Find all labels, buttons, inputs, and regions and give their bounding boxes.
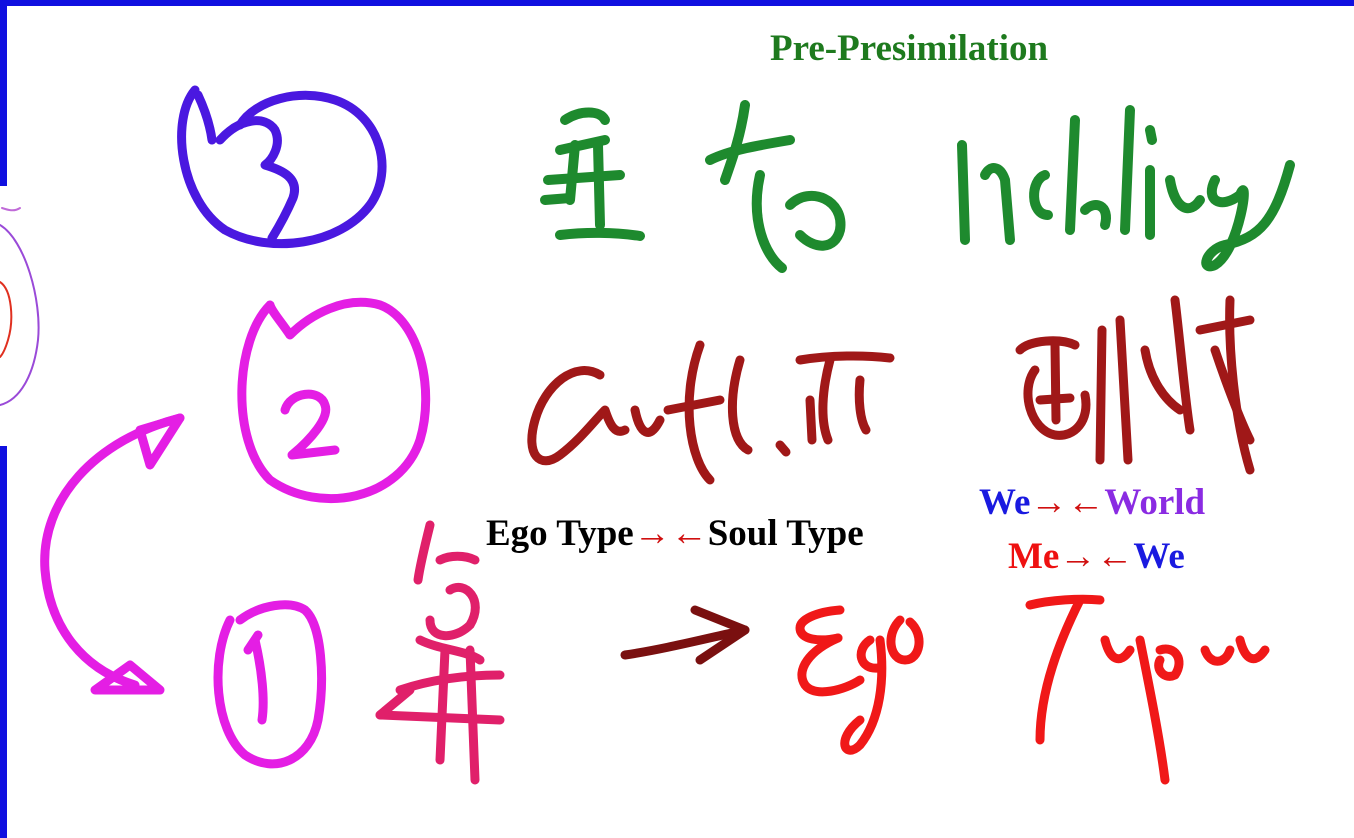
slide-frame-top xyxy=(0,0,1354,6)
we-label: We xyxy=(979,482,1031,523)
me-we-relation: Me→←We xyxy=(1008,538,1185,575)
dark-red-handwriting xyxy=(527,295,1255,485)
arrow-to-ego-type xyxy=(620,605,750,665)
opposing-arrows: →← xyxy=(633,513,708,554)
ego-soul-relation: Ego Type→←Soul Type xyxy=(486,515,864,552)
slide-heading: Pre-Presimilation xyxy=(770,28,1049,69)
circled-number-2 xyxy=(237,297,431,504)
curved-double-arrow xyxy=(40,413,185,695)
opposing-arrows: →← xyxy=(1030,482,1105,523)
slide-frame-left-upper xyxy=(0,0,7,186)
pink-handwriting xyxy=(375,520,505,785)
red-handwriting-ego-type xyxy=(795,594,1270,785)
slide-frame-left-lower xyxy=(0,446,7,838)
soul-type-label: Soul Type xyxy=(707,513,864,554)
world-label: World xyxy=(1104,482,1206,523)
we-world-relation: We→←World xyxy=(979,484,1205,521)
circled-number-1 xyxy=(213,600,326,769)
we-label: We xyxy=(1133,536,1185,577)
opposing-arrows: →← xyxy=(1059,536,1134,577)
partial-circle-sketch xyxy=(0,207,40,406)
me-label: Me xyxy=(1008,536,1060,577)
green-handwriting xyxy=(540,100,1295,273)
circled-number-3 xyxy=(177,85,387,249)
ego-type-label: Ego Type xyxy=(486,513,634,554)
